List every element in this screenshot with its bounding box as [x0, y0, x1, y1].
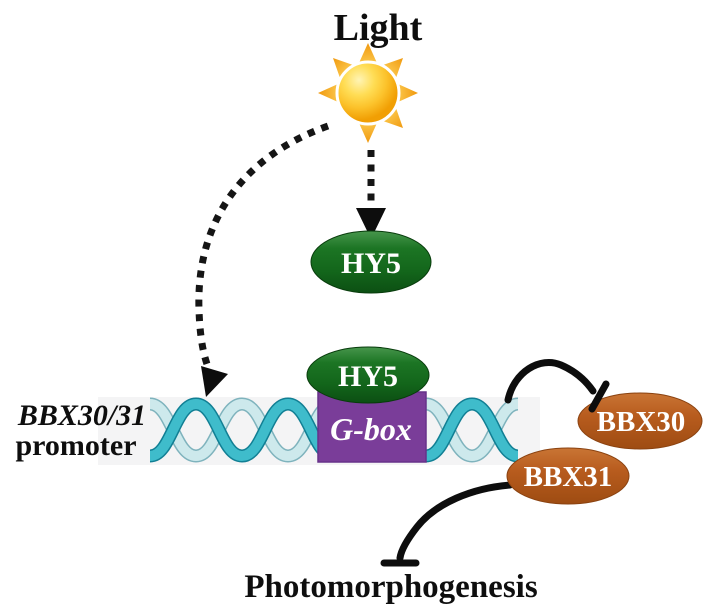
promoter-label: BBX30/31 promoter — [15, 399, 146, 462]
hy5-upper-node: HY5 — [310, 230, 432, 294]
bbx31-oval — [506, 447, 630, 505]
light-to-promoter-arrowhead — [201, 366, 228, 397]
gbox-rect — [317, 391, 427, 463]
hy5-inhibits-bbx30 — [504, 359, 610, 413]
bbx30-node: BBX30 — [577, 392, 703, 450]
light-to-promoter-arrow-line — [195, 122, 330, 374]
sun-core — [335, 60, 401, 126]
sun-icon — [318, 43, 418, 143]
hy5-upper-oval — [310, 230, 432, 294]
sun-rays — [318, 43, 418, 143]
bbx31-inhibition-line — [396, 481, 514, 562]
hy5-upper-label: HY5 — [341, 247, 401, 280]
hy5-dna-label: HY5 — [338, 360, 398, 393]
bbx30-oval — [577, 392, 703, 450]
hy5-dna-node: HY5 — [306, 346, 430, 404]
bbx30-inhibition-line — [504, 359, 597, 404]
bbx31-node: BBX31 — [506, 447, 630, 505]
light-title: Light — [334, 7, 423, 49]
bbx30-inhibition-tbar — [588, 380, 610, 413]
bbx31-inhibits-photomorphogenesis — [380, 481, 514, 567]
light-to-promoter-arrow — [195, 122, 330, 397]
bbx30-label: BBX30 — [597, 406, 686, 438]
hy5-dna-oval — [306, 346, 430, 404]
gbox-element: G-box — [317, 391, 427, 463]
light-to-hy5-arrow — [356, 150, 386, 239]
outcome-label: Photomorphogenesis — [244, 569, 538, 605]
promoter-label-line2: promoter — [15, 429, 136, 462]
promoter-label-line1: BBX30/31 — [17, 399, 146, 432]
light-to-hy5-arrowhead — [356, 208, 386, 239]
bbx31-label: BBX31 — [524, 461, 613, 493]
gbox-label: G-box — [330, 411, 412, 447]
